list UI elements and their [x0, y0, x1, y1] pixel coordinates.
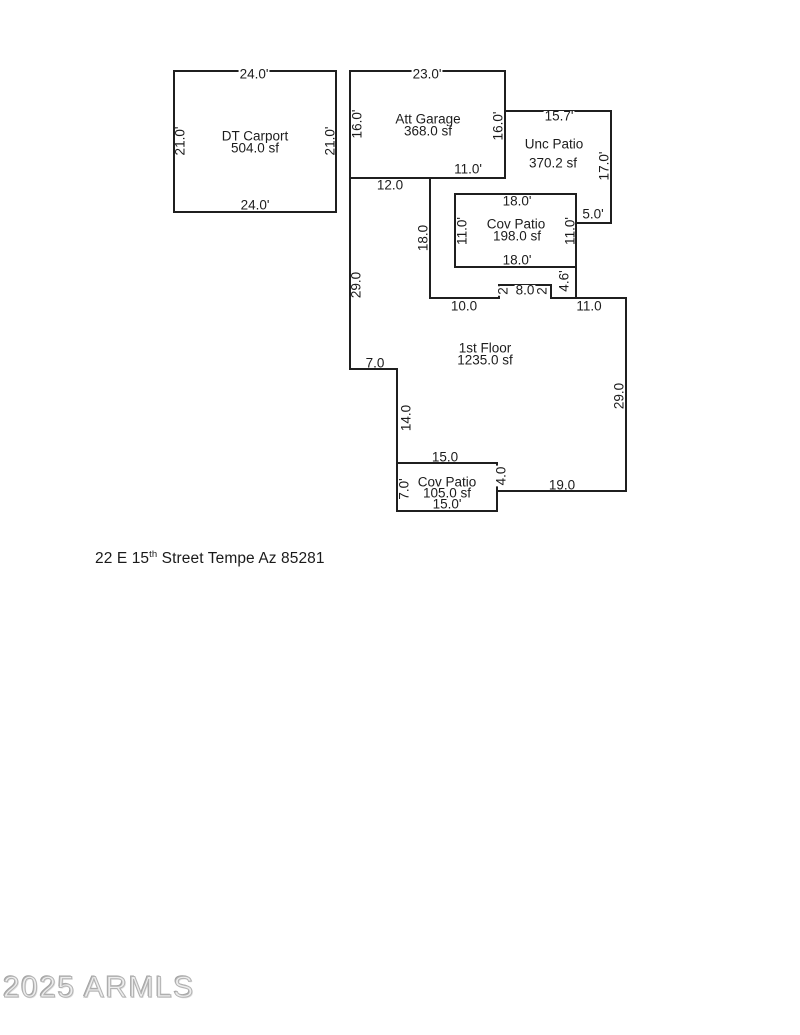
dim-uncpatio-top: 15.7'	[545, 109, 574, 124]
dim-covpatio198-bottom-halo	[501, 255, 533, 265]
room-garage-name: Att Garage	[395, 112, 460, 127]
room-carport-area-halo	[229, 143, 281, 153]
dim-covpatio105-bottom-halo	[431, 499, 463, 509]
room-covpatio198-name: Cov Patio	[487, 217, 546, 232]
dim-garage-right: 16.0'	[491, 112, 506, 141]
dim-uncpatio-top-halo	[543, 111, 575, 121]
dim-uncpatio-right: 17.0'	[597, 152, 612, 181]
dim-firstfloor-top-left-halo	[375, 180, 405, 190]
dim-covpatio198-right-halo	[565, 216, 575, 246]
room-covpatio198-name-halo	[485, 219, 547, 229]
address-suffix: Street Tempe Az 85281	[157, 550, 325, 567]
room-firstfloor-name: 1st Floor	[459, 341, 512, 356]
cov-patio-105-outline	[396, 462, 498, 512]
room-firstfloor-name-halo	[457, 343, 513, 353]
dim-carport-right-halo	[325, 125, 335, 157]
dim-covpatio198-top-halo	[501, 196, 533, 206]
dim-carport-left: 21.0'	[173, 127, 188, 156]
dim-notch-top: 8.0	[516, 283, 535, 298]
dim-uncpatio-connector-halo	[559, 269, 569, 293]
dim-carport-top: 24.0'	[240, 67, 269, 82]
carport-outline	[173, 70, 337, 213]
dim-notch-step-right: 2	[535, 287, 550, 295]
room-covpatio105-area: 105.0 sf	[423, 486, 471, 501]
dim-firstfloor-left-upper-halo	[351, 270, 361, 300]
dim-covpatio198-right: 11.0'	[563, 217, 578, 245]
dim-firstfloor-left-lower: 14.0	[399, 405, 414, 431]
room-carport-area: 504.0 sf	[231, 141, 279, 156]
room-covpatio105-area-halo	[421, 488, 473, 498]
dim-uncpatio-bottom-halo	[581, 209, 605, 219]
dim-garage-left-halo	[352, 108, 362, 140]
dim-firstfloor-right: 29.0	[612, 383, 627, 409]
room-carport-name: DT Carport	[222, 129, 289, 144]
dim-carport-top-halo	[238, 69, 270, 79]
dim-covpatio105-left: 7.0'	[397, 478, 412, 499]
dim-uncpatio-connector: 4.6'	[557, 270, 572, 291]
room-covpatio198-area-halo	[491, 231, 543, 241]
room-garage-name-halo	[394, 114, 462, 124]
dim-uncpatio-bottom: 5.0'	[582, 207, 603, 222]
dim-carport-bottom-halo	[239, 200, 271, 210]
dim-firstfloor-left-lower-halo	[401, 403, 411, 433]
dim-firstfloor-top-right-halo	[575, 301, 603, 311]
dim-uncpatio-right-halo	[599, 150, 609, 182]
garage-outline	[349, 70, 506, 179]
room-uncpatio-name-halo	[523, 139, 585, 149]
room-carport-name-halo	[220, 131, 290, 141]
room-garage-area: 368.0 sf	[404, 124, 452, 139]
room-uncpatio-area-halo	[527, 158, 579, 168]
room-covpatio105-name: Cov Patio	[418, 475, 477, 490]
room-covpatio198-area: 198.0 sf	[493, 229, 541, 244]
property-address: 22 E 15th Street Tempe Az 85281	[95, 550, 325, 568]
dim-covpatio198-bottom: 18.0'	[503, 253, 532, 268]
first-floor-outline	[349, 177, 627, 492]
dim-firstfloor-left-upper: 29.0	[349, 272, 364, 298]
dim-garage-bottom-right: 11.0'	[454, 162, 482, 177]
dim-covpatio198-left-halo	[457, 216, 467, 246]
dim-covpatio105-bottom: 15.0'	[433, 497, 462, 512]
dim-carport-bottom: 24.0'	[241, 198, 270, 213]
dim-firstfloor-bottom-halo	[547, 480, 577, 490]
room-firstfloor-area-halo	[456, 355, 515, 365]
dim-garage-left: 16.0'	[350, 110, 365, 139]
dim-garage-bottom-right-halo	[453, 164, 483, 174]
dim-firstfloor-notch-left-halo	[449, 301, 479, 311]
room-uncpatio-name: Unc Patio	[525, 137, 584, 152]
armls-watermark: 2025 ARMLS	[3, 971, 195, 1005]
dim-covpatio105-top: 15.0	[432, 450, 458, 465]
dim-garage-right-halo	[493, 110, 503, 142]
dim-firstfloor-step-halo	[364, 358, 386, 368]
dim-firstfloor-step: 7.0	[366, 356, 385, 371]
dim-notch-step-left-halo	[498, 286, 508, 296]
dim-firstfloor-inner-left: 18.0	[416, 225, 431, 251]
dim-firstfloor-right-halo	[614, 381, 624, 411]
dim-firstfloor-notch-left: 10.0	[451, 299, 477, 314]
dim-garage-top: 23.0'	[413, 67, 442, 82]
dim-firstfloor-top-right: 11.0	[576, 299, 601, 314]
dim-covpatio198-top: 18.0'	[503, 194, 532, 209]
room-covpatio105-name-halo	[416, 477, 478, 487]
dim-firstfloor-inner-left-halo	[418, 223, 428, 253]
dim-notch-top-halo	[514, 285, 536, 295]
dim-covpatio198-left: 11.0'	[455, 217, 470, 245]
room-firstfloor-area: 1235.0 sf	[457, 353, 513, 368]
dim-notch-step-right-halo	[537, 286, 547, 296]
dim-firstfloor-top-left: 12.0	[377, 178, 403, 193]
dim-carport-right: 21.0'	[323, 127, 338, 156]
dim-carport-left-halo	[175, 125, 185, 157]
room-garage-area-halo	[402, 126, 454, 136]
dim-covpatio105-right: 4.0	[494, 467, 509, 486]
dim-garage-top-halo	[411, 69, 443, 79]
address-ordinal-suffix: th	[149, 548, 158, 560]
address-prefix: 22 E 15	[95, 550, 150, 567]
dim-covpatio105-right-halo	[496, 465, 506, 487]
dim-covpatio105-left-halo	[399, 477, 409, 501]
dim-firstfloor-bottom: 19.0	[549, 478, 575, 493]
dim-covpatio105-top-halo	[430, 452, 460, 462]
dim-notch-step-left: 2	[496, 287, 511, 295]
room-uncpatio-area: 370.2 sf	[529, 156, 577, 171]
